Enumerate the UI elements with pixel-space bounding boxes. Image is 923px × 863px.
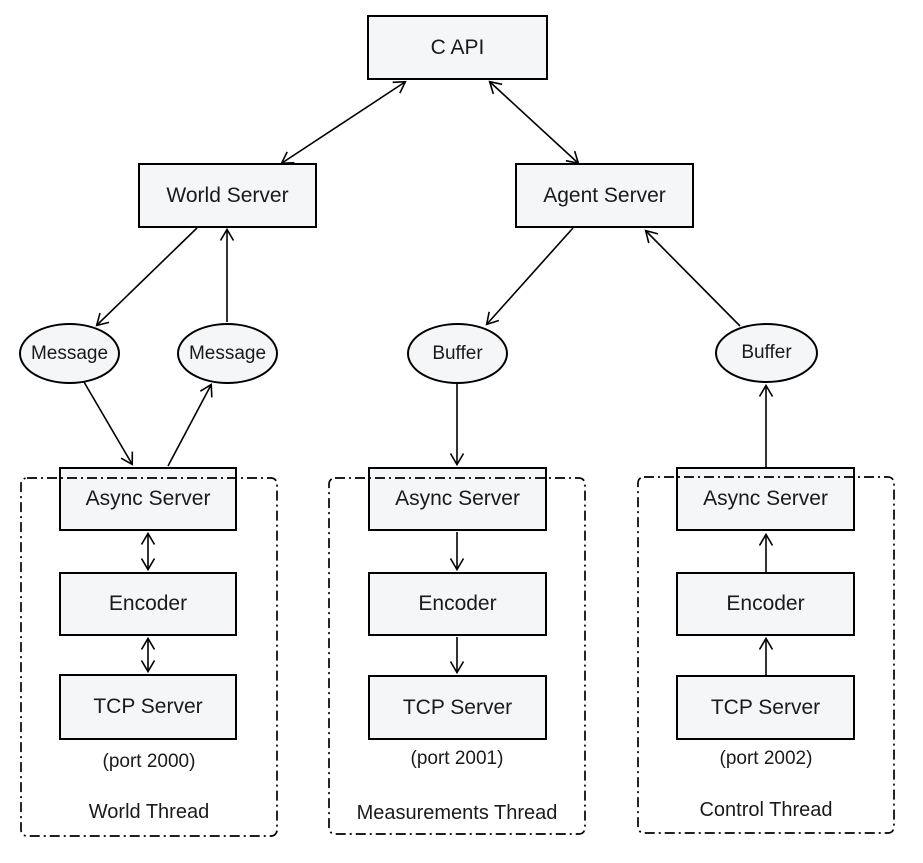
measurements-thread-container bbox=[328, 477, 586, 835]
world-async-server-node: Async Server bbox=[59, 467, 237, 531]
control-port-label: (port 2002) bbox=[719, 748, 813, 769]
control-thread-label: Control Thread bbox=[699, 799, 833, 821]
world-thread-label: World Thread bbox=[88, 801, 210, 823]
world-tcp-server-node: TCP Server bbox=[59, 674, 237, 740]
arrow-async-message-right bbox=[167, 383, 213, 467]
message-right-node: Message bbox=[177, 323, 278, 384]
world-thread-container bbox=[20, 477, 278, 837]
measurements-async-server-node: Async Server bbox=[368, 467, 547, 531]
measurements-tcp-server-node: TCP Server bbox=[368, 675, 547, 740]
world-port-label: (port 2000) bbox=[102, 751, 196, 772]
buffer-right-node: Buffer bbox=[715, 323, 818, 383]
arrow-agentserver-buffer-left bbox=[485, 227, 574, 326]
arrow-capi-worldserver bbox=[280, 80, 407, 165]
measurements-encoder-node: Encoder bbox=[368, 572, 547, 636]
agent-server-node: Agent Server bbox=[515, 163, 694, 228]
world-server-node: World Server bbox=[138, 163, 317, 228]
buffer-left-node: Buffer bbox=[407, 323, 508, 384]
control-async-server-node: Async Server bbox=[676, 467, 855, 531]
control-tcp-server-node: TCP Server bbox=[676, 675, 855, 740]
c-api-node: C API bbox=[367, 15, 548, 80]
arrow-capi-agentserver bbox=[488, 80, 580, 165]
arrow-worldserver-message-left bbox=[95, 227, 198, 327]
world-encoder-node: Encoder bbox=[59, 572, 237, 636]
control-encoder-node: Encoder bbox=[676, 572, 855, 636]
measurements-thread-label: Measurements Thread bbox=[356, 802, 558, 824]
message-left-node: Message bbox=[19, 323, 120, 384]
arrow-buffer-right-agentserver bbox=[644, 229, 741, 327]
measurements-port-label: (port 2001) bbox=[410, 748, 504, 769]
arrow-message-left-async bbox=[83, 381, 134, 466]
